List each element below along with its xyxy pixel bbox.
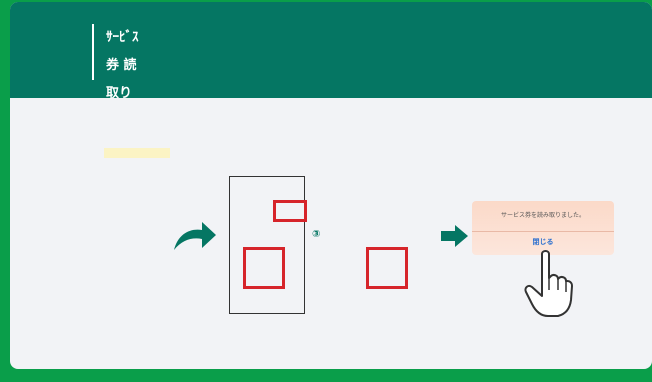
header-title: ｻｰﾋﾞｽ券 読取り [106, 30, 139, 101]
instruction-panel: ｻｰﾋﾞｽ券 読取り ③ サービス券を読み取りました。 閉じる [10, 2, 652, 369]
scan-area-frame [243, 247, 285, 289]
small-highlight-frame [273, 200, 307, 222]
right-arrow-icon [441, 225, 468, 247]
confirmation-dialog: サービス券を読み取りました。 閉じる [472, 201, 614, 255]
header-bar: ｻｰﾋﾞｽ券 読取り [10, 2, 652, 101]
header-divider [92, 24, 94, 80]
highlight-bar [104, 148, 170, 158]
close-button[interactable]: 閉じる [532, 238, 554, 246]
curved-arrow-icon [174, 222, 216, 250]
step-number: ③ [312, 229, 321, 240]
phone-outline [229, 176, 305, 314]
pointing-hand-icon [524, 250, 573, 317]
dialog-message: サービス券を読み取りました。 [500, 212, 585, 219]
dialog-separator [472, 231, 614, 232]
scan-area-frame-2 [366, 247, 408, 289]
